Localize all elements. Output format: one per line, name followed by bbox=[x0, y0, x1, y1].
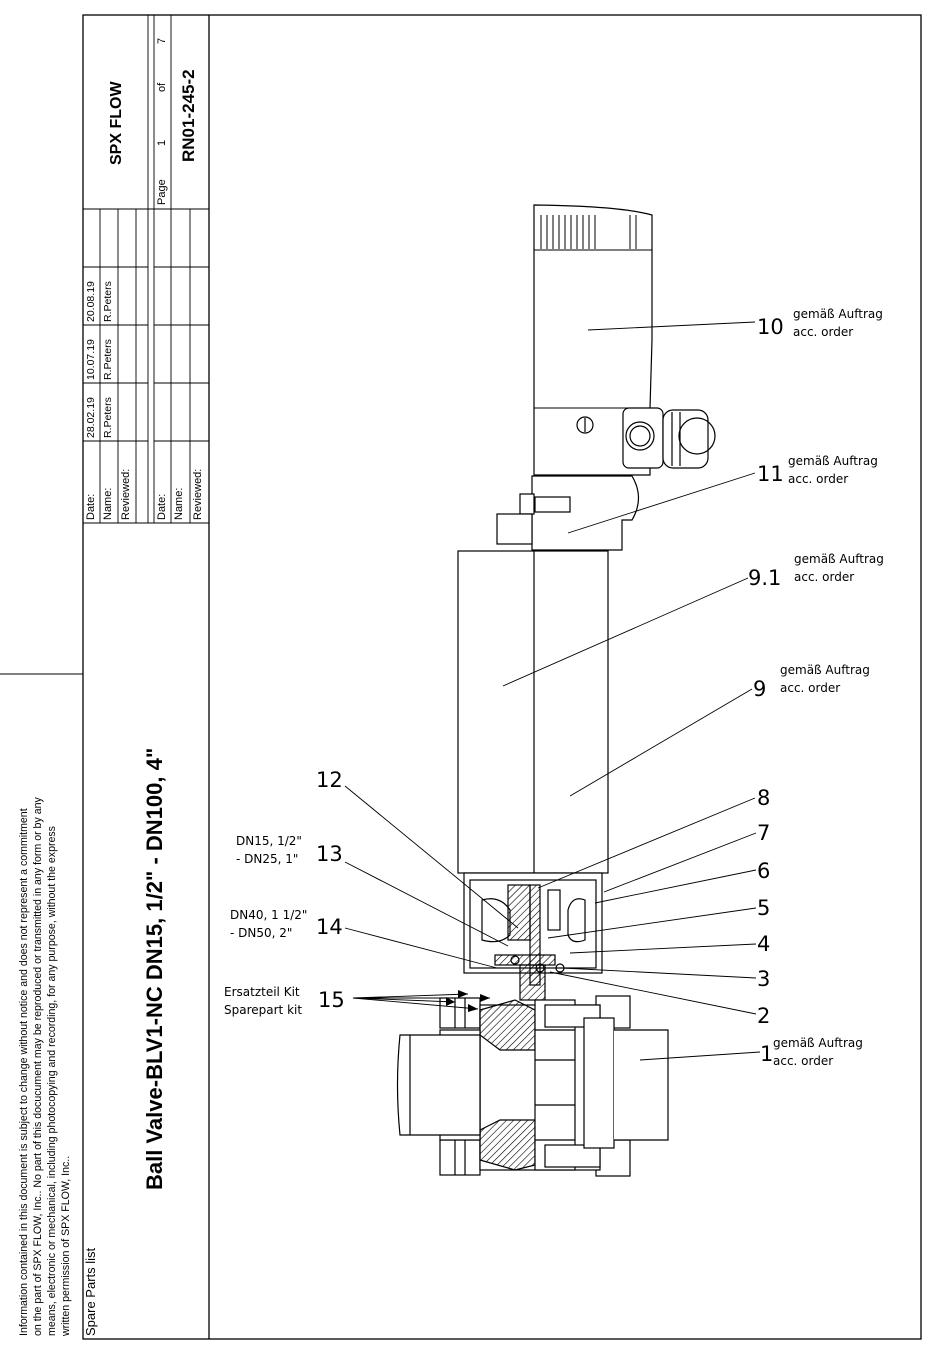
label-name-1: Name: bbox=[102, 487, 114, 520]
callout-15-text: Ersatzteil Kit Sparepart kit bbox=[224, 985, 303, 1017]
callout-1-text: gemäß Auftrag acc. order bbox=[773, 1036, 863, 1068]
document-number: RN01-245-2 bbox=[179, 69, 198, 162]
callout-11-text: gemäß Auftrag acc. order bbox=[788, 454, 878, 486]
callout-11-number: 11 bbox=[757, 462, 784, 486]
callout-15-number: 15 bbox=[318, 988, 345, 1012]
revision-name-3: R.Peters bbox=[102, 281, 114, 322]
callout-1-number: 1 bbox=[760, 1042, 774, 1066]
callout-2-number: 2 bbox=[757, 1004, 771, 1028]
revision-name-2: R.Peters bbox=[102, 339, 114, 380]
document-type: Spare Parts list bbox=[83, 1247, 98, 1336]
document-title: Ball Valve-BLV1-NC DN15, 1/2" - DN100, 4… bbox=[142, 747, 167, 1190]
label-reviewed-1: Reviewed: bbox=[120, 468, 132, 520]
label-reviewed-2: Reviewed: bbox=[192, 468, 204, 520]
page-total: 7 bbox=[156, 37, 168, 44]
valve-drawing bbox=[396, 204, 716, 1177]
callout-14-text: DN40, 1 1/2" - DN50, 2" bbox=[230, 908, 308, 940]
callout-4-number: 4 bbox=[757, 932, 771, 956]
leader-lines bbox=[344, 321, 761, 1061]
callout-10-number: 10 bbox=[757, 315, 784, 339]
revision-date-1: 28.02.19 bbox=[85, 397, 97, 438]
label-date-2: Date: bbox=[156, 493, 168, 520]
callout-12-number: 12 bbox=[316, 768, 343, 792]
label-date-1: Date: bbox=[85, 493, 97, 520]
callout-13-number: 13 bbox=[316, 842, 343, 866]
actuator-cylinder bbox=[457, 550, 609, 874]
callout-7-number: 7 bbox=[757, 821, 771, 845]
legal-notice: Information contained in this document i… bbox=[17, 797, 73, 1336]
callout-3-number: 3 bbox=[757, 967, 771, 991]
callout-6-number: 6 bbox=[757, 859, 771, 883]
callout-9-1-text: gemäß Auftrag acc. order bbox=[794, 552, 884, 584]
title-block-grid bbox=[83, 15, 209, 524]
drawing-frame bbox=[82, 14, 922, 1340]
notice-line-3: means, electronic or mechanical, includi… bbox=[46, 826, 58, 1336]
leader-arrowheads bbox=[446, 990, 490, 1012]
company-name: SPX FLOW bbox=[108, 81, 125, 165]
callout-10-text: gemäß Auftrag acc. order bbox=[793, 307, 883, 339]
label-name-2: Name: bbox=[173, 487, 185, 520]
notice-line-2: on the part of SPX FLOW, Inc.. No part o… bbox=[32, 797, 44, 1336]
callout-9-text: gemäß Auftrag acc. order bbox=[780, 663, 870, 695]
notice-line-1: Information contained in this document i… bbox=[18, 808, 30, 1336]
callout-13-text: DN15, 1/2" - DN25, 1" bbox=[236, 834, 302, 866]
revision-name-1: R.Peters bbox=[102, 397, 114, 438]
of-label: of bbox=[156, 82, 168, 92]
callout-14-number: 14 bbox=[316, 915, 343, 939]
revision-date-3: 20.08.19 bbox=[85, 281, 97, 322]
revision-date-2: 10.07.19 bbox=[85, 339, 97, 380]
callout-9-number: 9 bbox=[753, 677, 767, 701]
page-number: 1 bbox=[156, 139, 168, 146]
callout-9-1-number: 9.1 bbox=[748, 566, 782, 590]
page-label: Page bbox=[156, 179, 168, 205]
callout-8-number: 8 bbox=[757, 786, 771, 810]
notice-line-4: written permission of SPX FLOW, Inc.. bbox=[60, 1155, 72, 1336]
callout-5-number: 5 bbox=[757, 896, 771, 920]
